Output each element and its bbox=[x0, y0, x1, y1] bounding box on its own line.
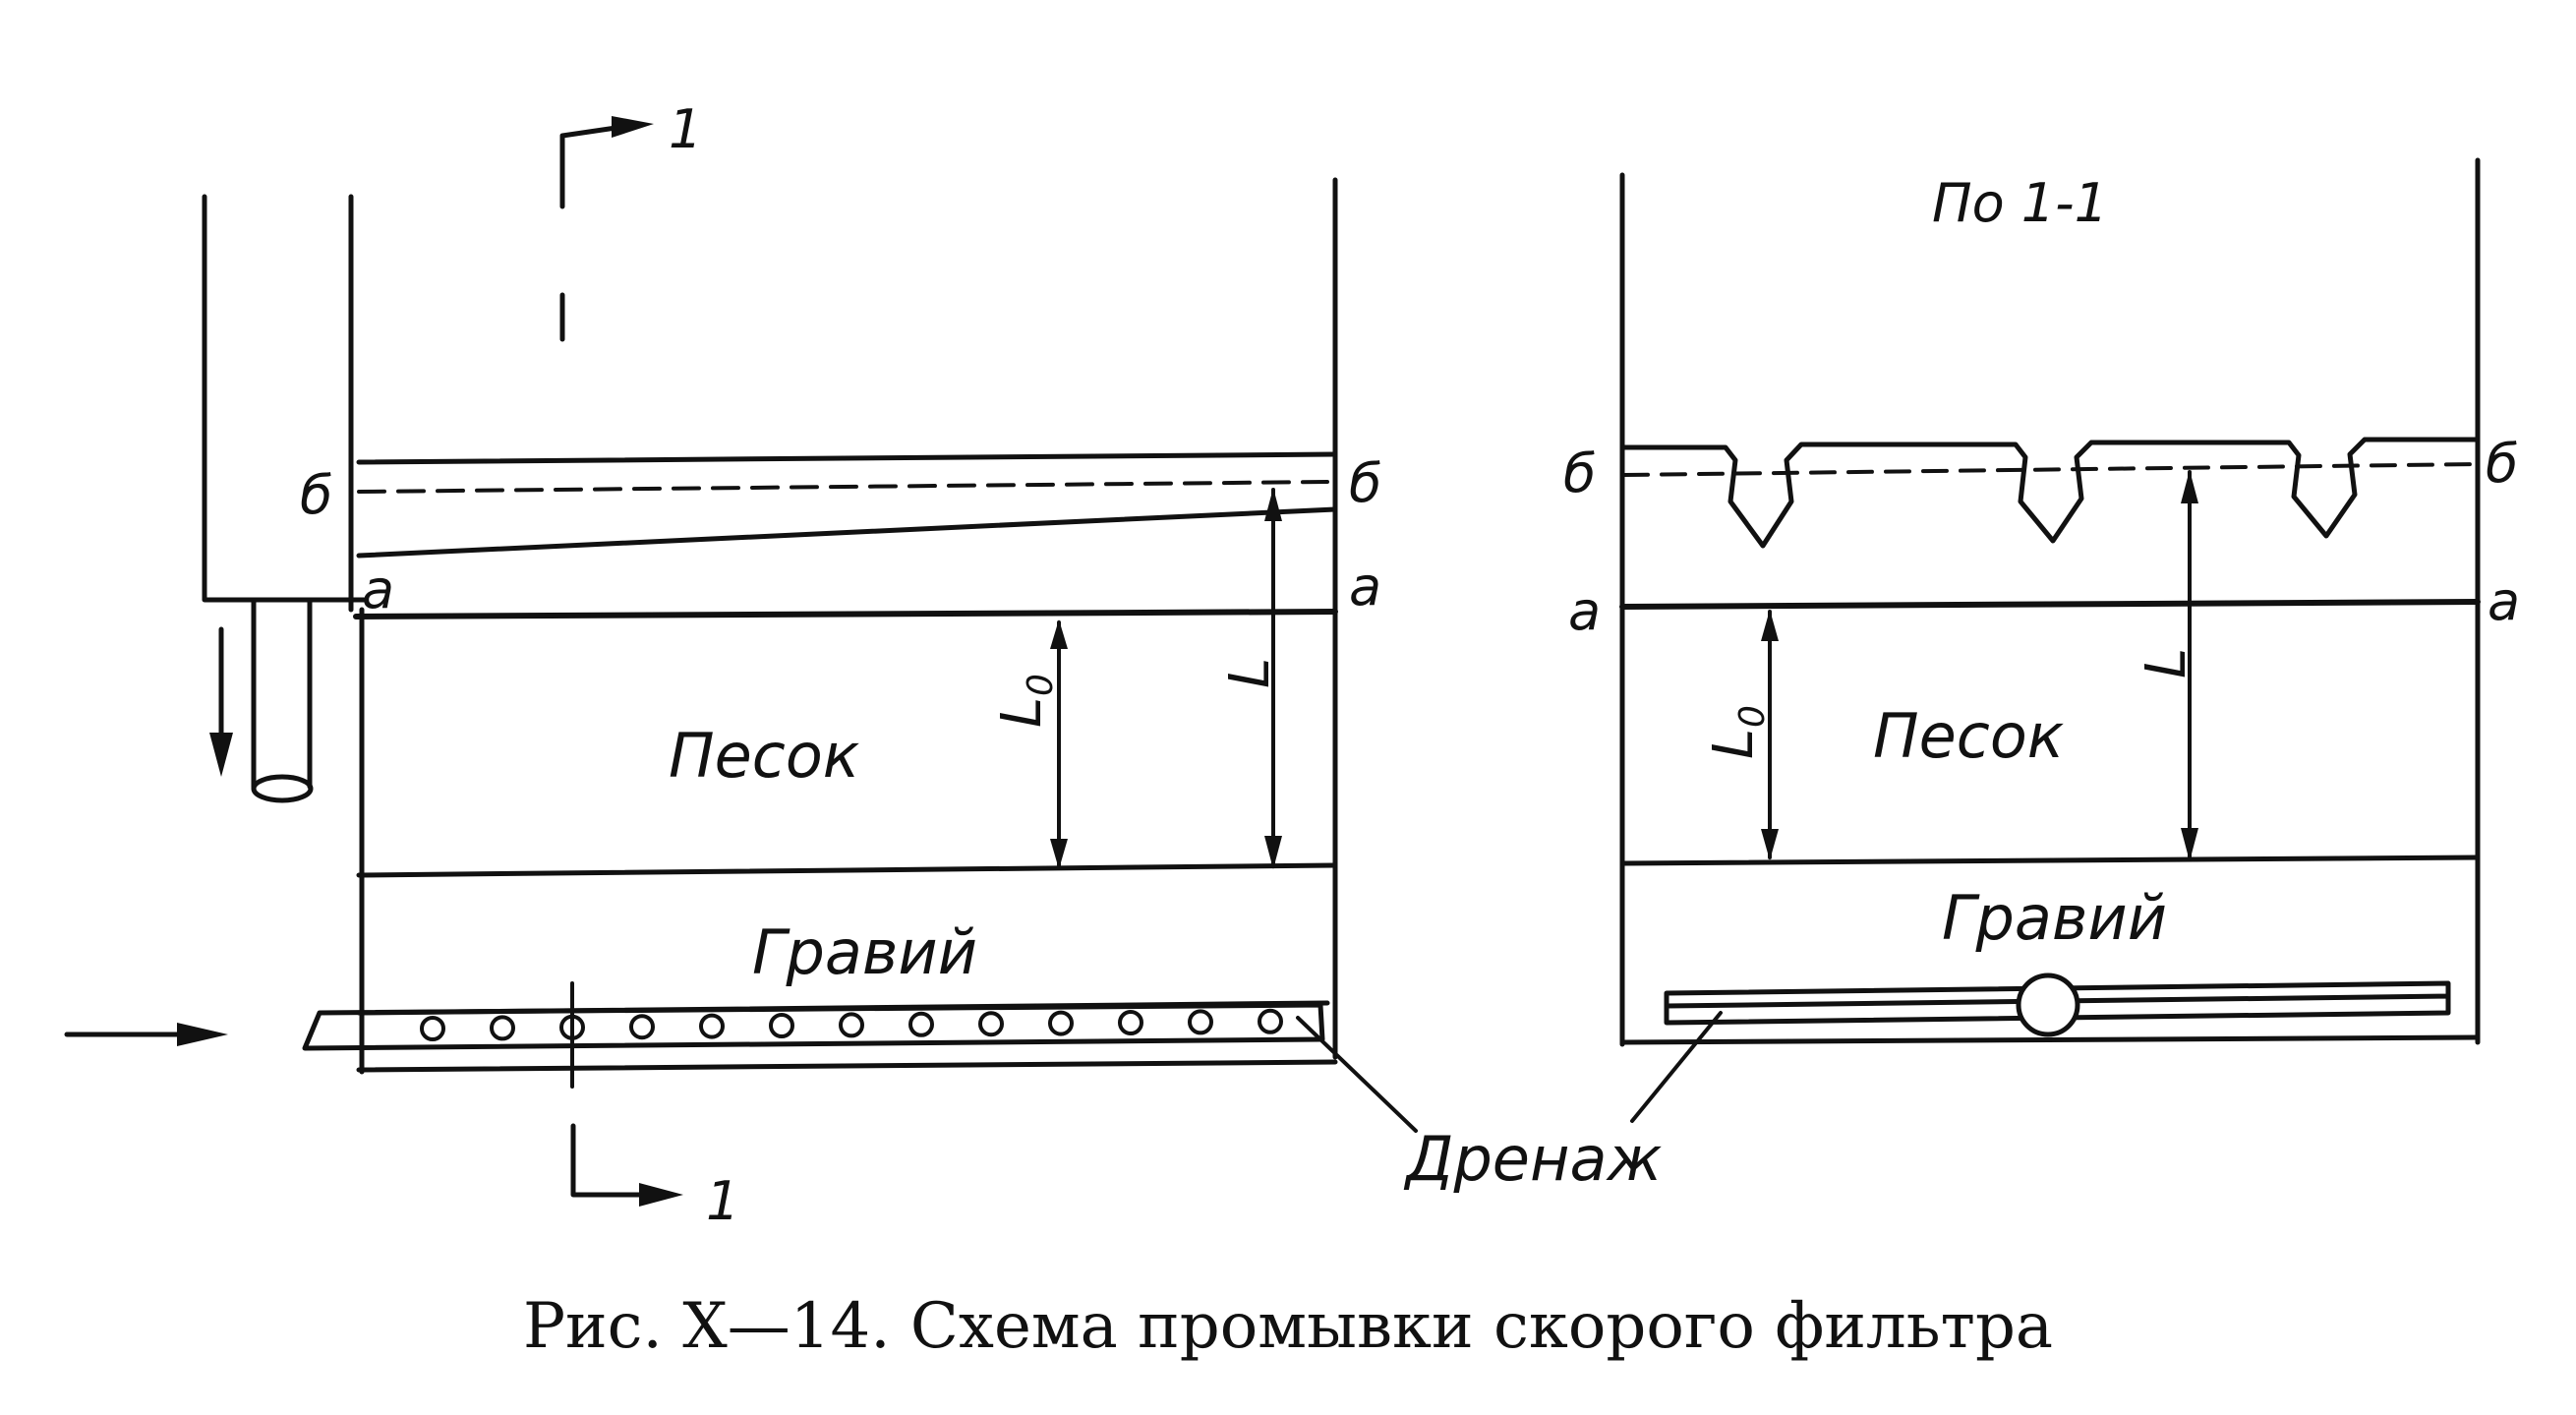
right-dim-L-arrow-top bbox=[2181, 470, 2198, 503]
right-level-a-right: а bbox=[2488, 570, 2520, 632]
dim-L-arrow-top bbox=[1264, 488, 1282, 521]
drainage-holes bbox=[420, 1008, 1283, 1041]
drainage-hole bbox=[1188, 1009, 1213, 1035]
section-marker-top-arrowhead bbox=[612, 116, 654, 138]
dim-L0-label: L 0 bbox=[990, 674, 1061, 728]
left-level-a-right: а bbox=[1349, 556, 1381, 618]
right-level-b-dashed bbox=[1622, 462, 2480, 477]
svg-text:L: L bbox=[990, 697, 1054, 728]
section-marker-top bbox=[559, 123, 632, 209]
section-mark-top: 1 bbox=[669, 98, 702, 160]
right-level-a-left: а bbox=[1568, 580, 1601, 642]
right-dim-L-label: L bbox=[2135, 648, 2198, 678]
right-dim-L0-arrow-bottom bbox=[1761, 829, 1779, 860]
drainage-hole bbox=[978, 1011, 1004, 1037]
outlet-flow-arrowhead bbox=[209, 733, 233, 777]
trough-bottom-line bbox=[356, 506, 1338, 559]
dim-L-arrow-bottom bbox=[1264, 836, 1282, 869]
right-dim-L-arrow-bottom bbox=[2181, 828, 2198, 861]
drainage-label: Дренаж bbox=[1403, 1123, 1662, 1195]
drainage-hole bbox=[1048, 1010, 1074, 1036]
dim-L0-arrow-top bbox=[1050, 619, 1068, 649]
right-level-b-left: б bbox=[1563, 442, 1596, 504]
drainage-hole bbox=[908, 1011, 934, 1037]
section-view-title: По 1-1 bbox=[1932, 172, 2108, 234]
left-sand-label: Песок bbox=[669, 720, 860, 792]
svg-text:0: 0 bbox=[1021, 674, 1061, 696]
level-b-dashed bbox=[357, 480, 1329, 494]
drainage-hole bbox=[490, 1015, 515, 1041]
wash-troughs bbox=[1619, 437, 2481, 549]
drainage-hole bbox=[769, 1013, 794, 1038]
figure-caption: Рис. X—14. Схема промывки скорого фильтр… bbox=[523, 1290, 2053, 1363]
level-a-line bbox=[353, 609, 1338, 619]
left-filter-view: 1 1 L 0 L б б а а Песок Гравий bbox=[64, 98, 1381, 1232]
drainage-collector bbox=[302, 1002, 1325, 1051]
drainage-hole bbox=[420, 1016, 445, 1041]
left-level-b-left: б bbox=[300, 464, 332, 526]
drainage-hole bbox=[1118, 1010, 1143, 1035]
dim-L-label: L bbox=[1218, 658, 1282, 688]
right-sand-gravel-boundary bbox=[1619, 855, 2481, 866]
right-dim-L0-label: L 0 bbox=[1702, 705, 1773, 759]
section-marker-bottom-arrowhead bbox=[639, 1183, 683, 1207]
outlet-channel bbox=[202, 194, 367, 603]
left-gravel-label: Гравий bbox=[752, 916, 977, 988]
right-sand-label: Песок bbox=[1873, 700, 2065, 772]
right-dim-L0-arrow-top bbox=[1761, 610, 1779, 641]
left-level-b-right: б bbox=[1349, 452, 1381, 514]
trough-top-line bbox=[356, 451, 1338, 465]
section-mark-bottom: 1 bbox=[706, 1170, 739, 1232]
drainage-hole bbox=[629, 1014, 655, 1040]
outlet-pipe-end bbox=[251, 774, 314, 803]
right-filter-view: По 1-1 L 0 L б б а а Песок Гравий bbox=[1563, 157, 2520, 1047]
section-marker-bottom bbox=[570, 1123, 657, 1198]
sand-gravel-boundary bbox=[356, 862, 1338, 878]
right-gravel-label: Гравий bbox=[1942, 882, 2167, 954]
right-filter-bottom bbox=[1619, 1034, 2481, 1045]
right-level-b-right: б bbox=[2486, 433, 2518, 495]
svg-text:L: L bbox=[1702, 729, 1766, 759]
outlet-pipe bbox=[251, 599, 313, 790]
filter-left-wall bbox=[348, 194, 365, 1075]
drainage-leader-left bbox=[1296, 1016, 1418, 1133]
drainage-leader-right bbox=[1630, 1011, 1723, 1123]
right-collector-pipe bbox=[2016, 973, 2080, 1037]
drainage-hole bbox=[839, 1012, 864, 1038]
right-level-a-line bbox=[1619, 599, 2481, 610]
drainage-hole bbox=[699, 1013, 725, 1039]
svg-text:0: 0 bbox=[1732, 705, 1773, 728]
dim-L0-arrow-bottom bbox=[1050, 839, 1068, 869]
left-level-a-left: а bbox=[362, 559, 394, 620]
drainage-hole bbox=[1258, 1008, 1283, 1034]
filter-bottom bbox=[356, 1059, 1338, 1073]
inlet-flow-arrowhead bbox=[177, 1023, 228, 1046]
